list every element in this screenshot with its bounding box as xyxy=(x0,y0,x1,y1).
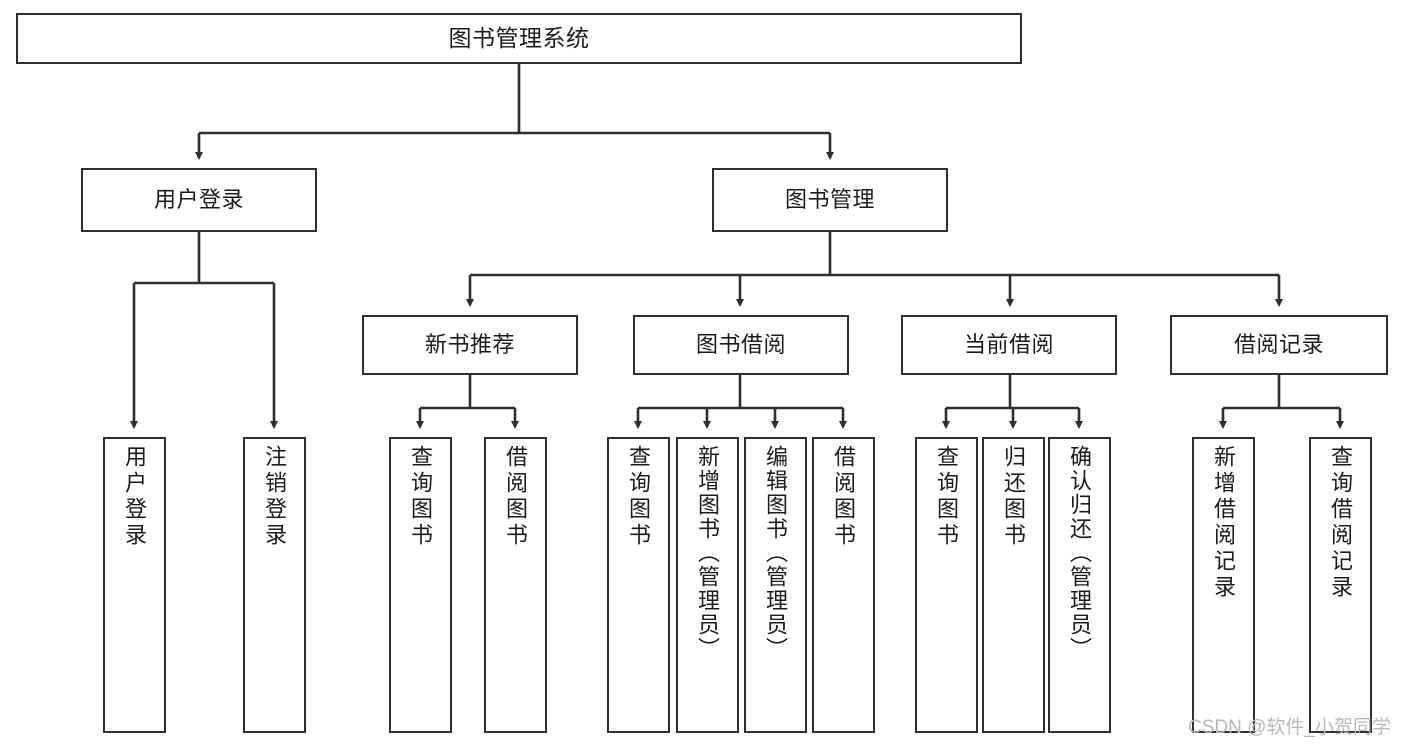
leaf-add-borrow-record[interactable]: 新增借阅记录 xyxy=(1192,437,1255,733)
node-new-book-recommend[interactable]: 新书推荐 xyxy=(362,315,578,375)
node-label: 查询图书 xyxy=(408,445,434,549)
leaf-confirm-return-admin[interactable]: 确认归还（管理员） xyxy=(1048,437,1111,733)
leaf-query-book-current[interactable]: 查询图书 xyxy=(915,437,978,733)
leaf-query-book-recommend[interactable]: 查询图书 xyxy=(389,437,452,733)
node-label: 用户登录 xyxy=(153,187,244,213)
node-label: 新书推荐 xyxy=(424,332,515,358)
node-label: 新增图书（管理员） xyxy=(695,445,721,661)
node-label: 当前借阅 xyxy=(963,332,1054,358)
leaf-query-borrow-record[interactable]: 查询借阅记录 xyxy=(1309,437,1372,733)
node-label: 编辑图书（管理员） xyxy=(763,445,789,661)
node-label: 图书借阅 xyxy=(695,332,786,358)
csdn-watermark: CSDN @软件_小贺同学 xyxy=(1188,717,1391,738)
node-label: 借阅图书 xyxy=(503,445,529,549)
node-label: 借阅记录 xyxy=(1233,332,1324,358)
node-label: 查询图书 xyxy=(626,445,652,549)
leaf-add-book-admin[interactable]: 新增图书（管理员） xyxy=(676,437,739,733)
leaf-user-login[interactable]: 用户登录 xyxy=(103,437,166,733)
node-label: 图书管理系统 xyxy=(448,24,590,51)
node-label: 借阅图书 xyxy=(831,445,857,549)
node-user-login[interactable]: 用户登录 xyxy=(81,168,317,232)
leaf-borrow-book[interactable]: 借阅图书 xyxy=(812,437,875,733)
leaf-return-book[interactable]: 归还图书 xyxy=(982,437,1045,733)
node-root-system[interactable]: 图书管理系统 xyxy=(16,13,1022,64)
node-label: 确认归还（管理员） xyxy=(1067,445,1093,661)
node-label: 查询借阅记录 xyxy=(1328,445,1354,601)
node-label: 用户登录 xyxy=(122,445,148,549)
node-current-borrow[interactable]: 当前借阅 xyxy=(901,315,1117,375)
leaf-query-book-borrow[interactable]: 查询图书 xyxy=(607,437,670,733)
node-label: 归还图书 xyxy=(1001,445,1027,549)
node-label: 新增借阅记录 xyxy=(1211,445,1237,601)
leaf-logout[interactable]: 注销登录 xyxy=(243,437,306,733)
leaf-borrow-book-recommend[interactable]: 借阅图书 xyxy=(484,437,547,733)
node-book-management[interactable]: 图书管理 xyxy=(712,168,948,232)
node-label: 查询图书 xyxy=(934,445,960,549)
node-book-borrow[interactable]: 图书借阅 xyxy=(633,315,849,375)
node-label: 注销登录 xyxy=(262,445,288,549)
node-borrow-record[interactable]: 借阅记录 xyxy=(1170,315,1388,375)
node-label: 图书管理 xyxy=(784,187,875,213)
leaf-edit-book-admin[interactable]: 编辑图书（管理员） xyxy=(744,437,807,733)
